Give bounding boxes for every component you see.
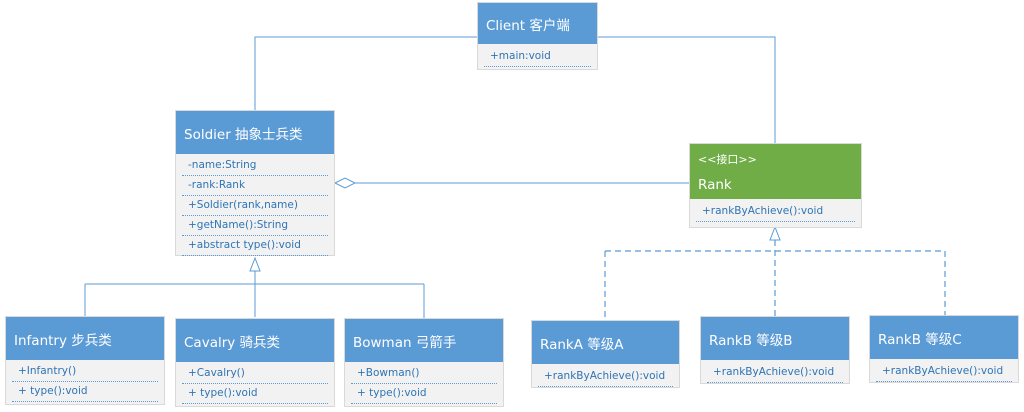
cavalry-class: Cavalry 骑兵类 +Cavalry() + type():void [175,318,335,407]
rank-interface-name: Rank [698,176,732,193]
client-class-header: Client 客户端 [478,3,597,44]
cavalry-class-name: Cavalry 骑兵类 [184,334,281,351]
ranka-class-header: RankA 等级A [532,321,679,364]
soldier-member: +Soldier(rank,name) [182,196,328,216]
client-member: +main:void [484,47,591,67]
rank-interface-header: <<接口>> Rank [690,144,861,199]
soldier-member: -name:String [182,156,328,176]
soldier-member: -rank:Rank [182,176,328,196]
soldier-class: Soldier 抽象士兵类 -name:String -rank:Rank +S… [175,110,335,256]
rankc-member: +rankByAchieve():void [876,362,1012,382]
client-class-name: Client 客户端 [486,17,570,34]
bowman-class-header: Bowman 弓箭手 [345,319,503,362]
ranka-member: +rankByAchieve():void [538,367,673,387]
cavalry-member: +Cavalry() [182,364,328,384]
rankb-class-name: RankB 等级B [709,332,793,349]
infantry-member: +Infantry() [12,362,158,382]
infantry-member: + type():void [12,382,158,402]
rankc-class-name: RankB 等级C [878,331,962,348]
rank-stereotype: <<接口>> [698,152,757,166]
infantry-class-name: Infantry 步兵类 [14,332,112,349]
rank-interface: <<接口>> Rank +rankByAchieve():void [689,143,862,228]
aggregation-diamond [333,177,357,189]
bowman-class: Bowman 弓箭手 +Bowman() + type():void [344,318,504,407]
bowman-member: +Bowman() [351,364,497,384]
client-rank-link [597,36,776,143]
bowman-class-name: Bowman 弓箭手 [353,334,457,351]
soldier-member: +getName():String [182,216,328,236]
cavalry-class-header: Cavalry 骑兵类 [176,319,334,362]
bowman-member: + type():void [351,384,497,404]
ranka-class: RankA 等级A +rankByAchieve():void [531,320,680,388]
rankb-class: RankB 等级B +rankByAchieve():void [700,316,850,384]
cavalry-member: + type():void [182,384,328,404]
soldier-class-header: Soldier 抽象士兵类 [176,111,334,154]
ranka-class-name: RankA 等级A [540,336,624,353]
infantry-class: Infantry 步兵类 +Infantry() + type():void [5,316,165,405]
rankc-class: RankB 等级C +rankByAchieve():void [869,315,1019,383]
realization-arrowhead [769,225,781,241]
infantry-class-header: Infantry 步兵类 [6,317,164,360]
inheritance-arrowhead [249,256,261,272]
rankc-class-header: RankB 等级C [870,316,1018,359]
rankb-class-header: RankB 等级B [701,317,849,360]
rankb-member: +rankByAchieve():void [707,363,843,383]
soldier-class-name: Soldier 抽象士兵类 [184,126,303,143]
client-class: Client 客户端 +main:void [477,2,598,70]
soldier-member: +abstract type():void [182,236,328,256]
client-soldier-link [254,36,477,110]
rank-member: +rankByAchieve():void [696,202,855,222]
